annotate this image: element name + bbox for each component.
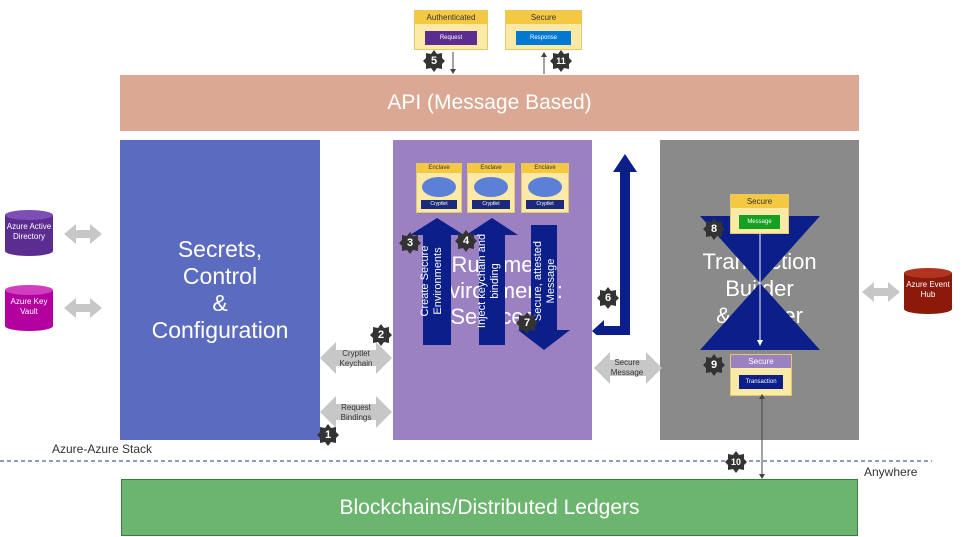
cryptlet-keychain-connector — [320, 342, 392, 374]
enclave-1-title: Enclave — [417, 164, 461, 173]
keyvault-label: Azure Key Vault — [10, 297, 48, 316]
secure-message-card: Secure Message — [730, 194, 789, 234]
hourglass-shape — [700, 216, 820, 350]
request-pill: Request — [425, 31, 477, 45]
step-badge-4: 4 — [455, 230, 477, 252]
create-arrow-shape — [410, 218, 464, 345]
request-arrows — [450, 52, 547, 74]
step-badge-1: 1 — [317, 424, 339, 446]
step-badge-6: 6 — [597, 287, 619, 309]
step-badge-8: 8 — [703, 218, 725, 240]
aad-connector — [64, 224, 102, 244]
keyvault-connector — [64, 298, 102, 318]
secrets-line3: & — [212, 290, 228, 316]
azure-key-vault-icon: Azure Key Vault — [5, 285, 53, 331]
enclave-2: Enclave Cryptlet — [467, 163, 515, 213]
enclave-2-inner — [474, 177, 508, 197]
cryptlet-keychain-label: Cryptlet Keychain — [339, 349, 373, 368]
secure-transaction-title: Secure — [731, 355, 791, 368]
enclave-1-pill: Cryptlet — [421, 200, 457, 209]
step-badge-7: 7 — [516, 312, 538, 334]
step-badge-3: 3 — [399, 232, 421, 254]
azure-event-hub-icon: Azure Event Hub — [904, 268, 952, 314]
secure-message-label: Secure Message — [610, 358, 644, 377]
step-badge-11: 11 — [550, 50, 572, 72]
secure-message-title: Secure — [731, 195, 788, 208]
secrets-panel: Secrets, Control & Configuration — [120, 140, 320, 440]
anywhere-label: Anywhere — [864, 465, 918, 479]
secure-transaction-card: Secure Transaction — [730, 354, 792, 396]
secure-response-card-title: Secure — [506, 11, 581, 24]
secrets-line4: Configuration — [151, 317, 289, 343]
enclave-1-inner — [422, 177, 456, 197]
runtime-arrows — [410, 218, 570, 350]
enclave-3: Enclave Cryptlet — [521, 163, 569, 213]
secure-response-card: Secure Response — [505, 10, 582, 50]
step-badge-10: 10 — [725, 451, 747, 473]
authenticated-card-title: Authenticated — [415, 11, 487, 24]
enclave-2-title: Enclave — [468, 164, 514, 173]
inject-arrow-shape — [466, 218, 518, 345]
azure-stack-label: Azure-Azure Stack — [52, 442, 153, 456]
ledger-bar: Blockchains/Distributed Ledgers — [121, 479, 858, 536]
azure-active-directory-icon: Azure Active Directory — [5, 210, 53, 256]
secrets-line2: Control — [182, 263, 258, 289]
response-pill: Response — [516, 31, 571, 45]
secrets-line1: Secrets, — [177, 236, 263, 262]
enclave-1: Enclave Cryptlet — [416, 163, 462, 213]
step-badge-5: 5 — [423, 50, 445, 72]
api-bar-label: API (Message Based) — [387, 91, 592, 114]
authenticated-request-card: Authenticated Request — [414, 10, 488, 50]
enclave-2-pill: Cryptlet — [472, 200, 510, 209]
step6-arrow — [592, 154, 637, 335]
aad-label: Azure Active Directory — [6, 222, 52, 241]
ledger-bar-label: Blockchains/Distributed Ledgers — [339, 495, 640, 519]
secure-message-connector — [594, 352, 662, 384]
enclave-3-inner — [528, 177, 562, 197]
transaction-pill: Transaction — [739, 375, 783, 389]
api-bar: API (Message Based) — [120, 75, 859, 131]
message-pill: Message — [739, 215, 780, 229]
enclave-3-title: Enclave — [522, 164, 568, 173]
request-bindings-connector — [320, 396, 392, 428]
enclave-3-pill: Cryptlet — [526, 200, 564, 209]
step-badge-9: 9 — [703, 354, 725, 376]
step-badge-2: 2 — [370, 324, 392, 346]
eventhub-label: Azure Event Hub — [906, 280, 950, 299]
eventhub-connector — [862, 282, 900, 302]
request-bindings-label: Request Bindings — [340, 403, 372, 422]
